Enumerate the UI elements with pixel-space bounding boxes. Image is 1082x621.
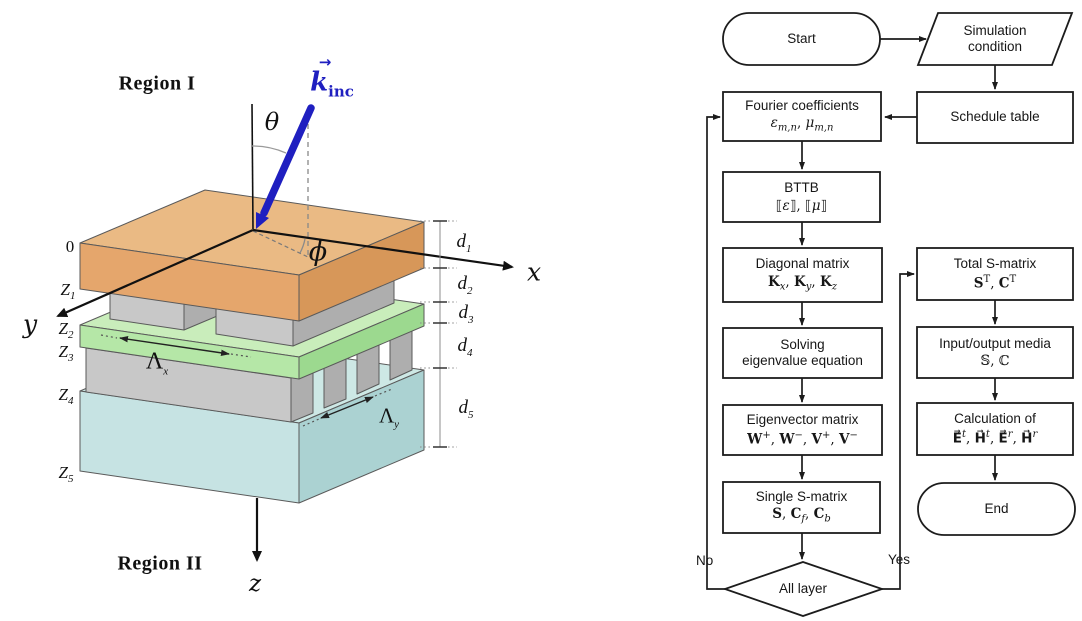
flow-single-title: Single S-matrix <box>755 488 848 504</box>
x-axis-label: x <box>526 257 542 287</box>
d3-label: d3 <box>458 302 474 326</box>
flow-eigvec-title: Eigenvector matrix <box>746 412 859 428</box>
flow-total-smatrix: Total S-matrix ST, CT <box>917 248 1073 300</box>
phi-arc <box>299 238 306 254</box>
d2-label: d2 <box>457 273 473 297</box>
flow-schedule-table: Schedule table <box>917 92 1073 143</box>
flow-yes-label: Yes <box>888 552 911 567</box>
flow-bttb-title: BTTB <box>784 180 819 196</box>
flow-shape-diagonal <box>722 247 883 303</box>
flow-fourier: Fourier coefficients εm,n, μm,n <box>723 92 881 141</box>
flow-diagonal-math: Kx, Ky, Kz <box>768 273 837 293</box>
z0-label: 0 <box>65 237 75 256</box>
flow-shape-end <box>917 482 1076 536</box>
z3-label: Z3 <box>58 341 74 365</box>
flow-start: Start <box>723 13 880 65</box>
flow-shape-all-layer-decision <box>722 561 885 617</box>
lambda-x-label: Λx <box>145 348 169 378</box>
flow-io-title: Input/output media <box>939 335 1051 351</box>
lambda-y-leader-right <box>374 388 393 397</box>
theta-label: θ <box>264 108 280 136</box>
region2-label: Region II <box>117 552 203 575</box>
flow-eigenvector-matrix: Eigenvector matrix W+, W−, V+, V− <box>723 405 882 455</box>
d5-label: d5 <box>458 397 474 421</box>
flow-shape-single-smatrix <box>722 481 881 534</box>
flow-total-math: ST, CT <box>973 273 1017 292</box>
layer4-grating-bars <box>85 325 413 423</box>
y-axis <box>56 228 254 318</box>
flow-single-math: S, Cf, Cb <box>772 506 831 525</box>
flow-io-math: 𝕊, ℂ <box>980 353 1010 369</box>
flow-shape-simulation-condition <box>916 12 1074 66</box>
flow-end-label: End <box>984 500 1009 516</box>
d4-label: d4 <box>457 335 473 359</box>
k-projection-dashed-diagonal <box>252 230 309 258</box>
yes-path <box>882 271 915 590</box>
d1-label: d1 <box>456 231 472 255</box>
flow-shape-total-smatrix <box>916 247 1074 301</box>
z5-label: Z5 <box>58 462 74 486</box>
k-inc-vector <box>260 104 315 217</box>
lambda-x-arrow <box>119 335 230 357</box>
flow-calc-title: Calculation of <box>954 411 1036 427</box>
flow-fourier-title: Fourier coefficients <box>745 97 859 113</box>
flow-diagonal-matrix: Diagonal matrix Kx, Ky, Kz <box>723 248 882 302</box>
k-inc-overbar-arrow: → <box>318 53 332 71</box>
flow-decision-label: All layer <box>778 580 827 596</box>
flow-shape-solving <box>722 327 883 379</box>
lambda-x-leader-right <box>230 353 252 358</box>
flow-bttb: BTTB ⟦ε⟧, ⟦μ⟧ <box>723 172 880 222</box>
flow-shape-start <box>722 12 881 66</box>
flow-io-media: Input/output media 𝕊, ℂ <box>917 327 1073 378</box>
flow-shape-calculation <box>916 402 1074 456</box>
lambda-y-arrow <box>320 396 374 419</box>
z2-label: Z2 <box>58 318 74 342</box>
flow-schedule-table-label: Schedule table <box>950 109 1040 125</box>
x-axis <box>252 228 514 271</box>
z4-label: Z4 <box>58 384 74 408</box>
flowchart-shapes <box>722 12 1076 617</box>
region1-label: Region I <box>118 72 196 95</box>
flow-end: End <box>918 483 1075 535</box>
flow-diagonal-title: Diagonal matrix <box>755 256 850 272</box>
k-inc-label: kinc <box>310 67 354 101</box>
orange-top-slab <box>79 189 425 322</box>
flow-single-smatrix: Single S-matrix S, Cf, Cb <box>723 482 880 533</box>
no-loop-path <box>706 114 725 590</box>
axes-and-annotations <box>56 103 514 562</box>
lambda-y-label: Λy <box>378 403 400 431</box>
z-axis-label: z <box>248 571 262 597</box>
thickness-dimension-line <box>420 220 457 448</box>
flow-all-layer-decision: All layer <box>737 562 869 616</box>
flow-shape-bttb <box>722 171 881 223</box>
flow-calc-math: E⃗t, H⃗t, E⃗r, H⃗r <box>952 428 1038 447</box>
flow-calculation: Calculation of E⃗t, H⃗t, E⃗r, H⃗r <box>917 403 1073 455</box>
flow-no-label: No <box>696 553 714 568</box>
y-axis-label: y <box>22 309 38 339</box>
k-inc-arrowhead <box>256 212 269 229</box>
z1-label: Z1 <box>60 279 76 303</box>
phi-label: ϕ <box>308 236 328 268</box>
flow-bttb-math: ⟦ε⟧, ⟦μ⟧ <box>775 197 828 214</box>
flow-shape-schedule-table <box>916 91 1074 144</box>
flow-shape-eigenvector <box>722 404 883 456</box>
flow-shape-fourier <box>722 91 882 142</box>
flow-eigvec-math: W+, W−, V+, V− <box>747 429 858 448</box>
flow-total-title: Total S-matrix <box>953 256 1037 272</box>
surface-normal-line <box>251 103 254 230</box>
flowchart-connectors <box>706 36 998 590</box>
flow-shape-io-media <box>916 326 1074 379</box>
flow-start-label: Start <box>787 30 816 46</box>
flow-fourier-math: εm,n, μm,n <box>770 115 834 134</box>
theta-arc <box>251 145 287 154</box>
